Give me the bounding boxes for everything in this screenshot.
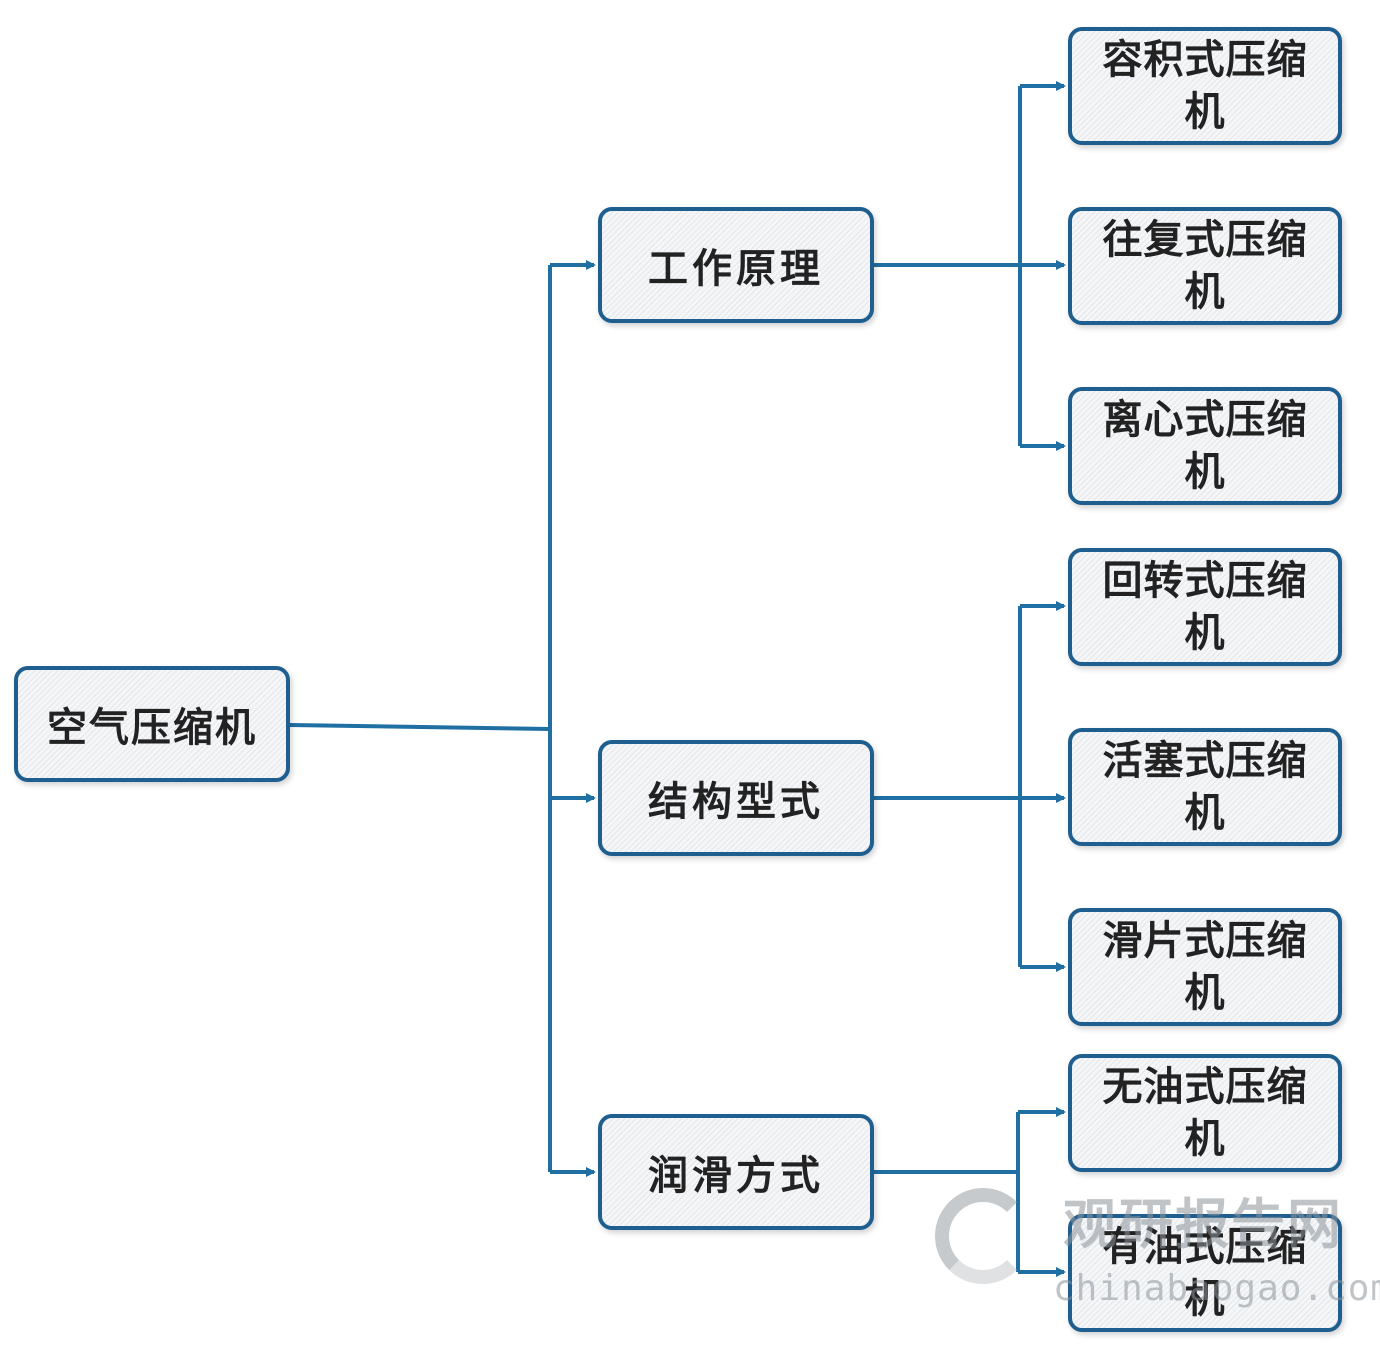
leaf-label: 有油式压缩机 bbox=[1102, 1223, 1308, 1322]
leaf-node: 回转式压缩机 bbox=[1068, 548, 1342, 666]
leaf-label: 活塞式压缩机 bbox=[1102, 737, 1308, 836]
leaf-label: 回转式压缩机 bbox=[1102, 557, 1308, 656]
leaf-node: 离心式压缩机 bbox=[1068, 387, 1342, 505]
category-label: 润滑方式 bbox=[648, 1152, 824, 1199]
leaf-node: 滑片式压缩机 bbox=[1068, 908, 1342, 1026]
leaf-label: 无油式压缩机 bbox=[1102, 1063, 1308, 1162]
leaf-node: 容积式压缩机 bbox=[1068, 27, 1342, 145]
leaf-node: 有油式压缩机 bbox=[1068, 1214, 1342, 1332]
leaf-label: 容积式压缩机 bbox=[1102, 36, 1308, 135]
category-label: 工作原理 bbox=[648, 245, 824, 292]
connector-root bbox=[289, 723, 551, 731]
leaf-node: 往复式压缩机 bbox=[1068, 207, 1342, 325]
leaf-node: 活塞式压缩机 bbox=[1068, 728, 1342, 846]
leaf-label: 滑片式压缩机 bbox=[1102, 917, 1308, 1016]
category-node-working-principle: 工作原理 bbox=[598, 207, 874, 323]
leaf-label: 离心式压缩机 bbox=[1102, 396, 1308, 495]
root-label: 空气压缩机 bbox=[47, 704, 257, 751]
leaf-node: 无油式压缩机 bbox=[1068, 1054, 1342, 1172]
category-label: 结构型式 bbox=[648, 778, 824, 825]
leaf-label: 往复式压缩机 bbox=[1102, 216, 1308, 315]
root-node: 空气压缩机 bbox=[14, 666, 290, 782]
category-node-structure-type: 结构型式 bbox=[598, 740, 874, 856]
category-node-lubrication: 润滑方式 bbox=[598, 1114, 874, 1230]
